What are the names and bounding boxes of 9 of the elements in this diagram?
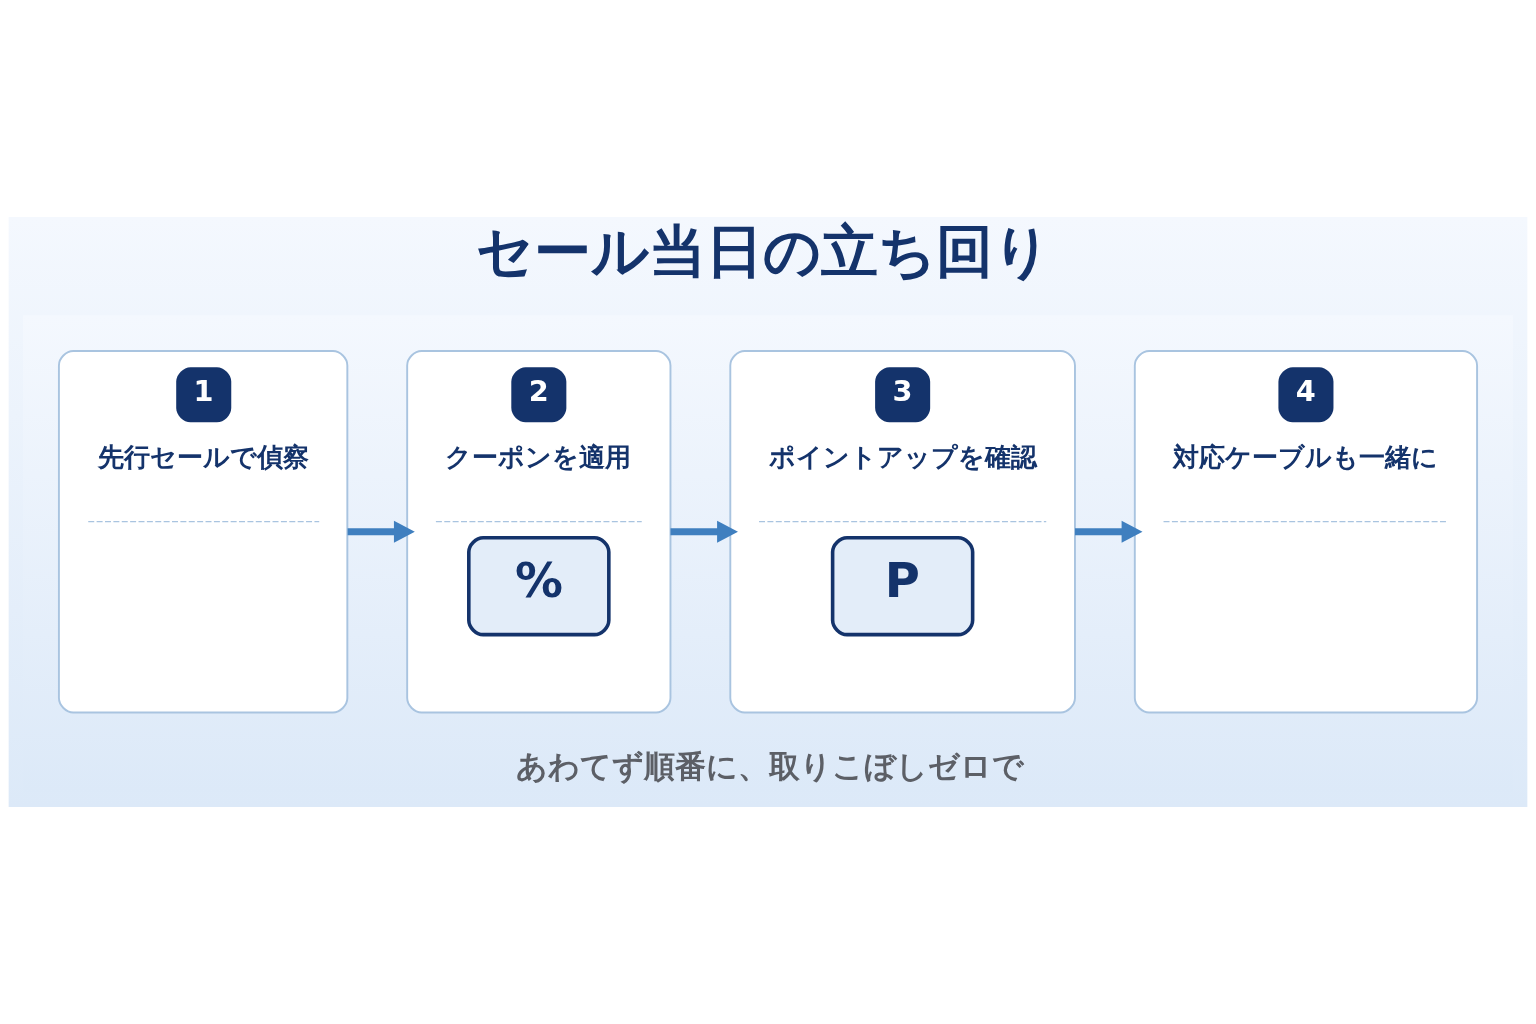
arrow	[347, 520, 415, 543]
node-box: 1 先行セールで偵察	[57, 350, 349, 714]
arrow	[670, 520, 738, 543]
node-box: 2 クーポンを適用 %	[406, 350, 672, 714]
diagram-title: セール当日の立ち回り	[475, 218, 1051, 286]
arrow	[1075, 520, 1143, 543]
node-box: 4 対応ケーブルも一緒に	[1133, 350, 1479, 714]
node-box: 3 ポイントアップを確認 P	[729, 350, 1076, 714]
caption: あわてず順番に、取りこぼしゼロで	[516, 747, 1025, 784]
